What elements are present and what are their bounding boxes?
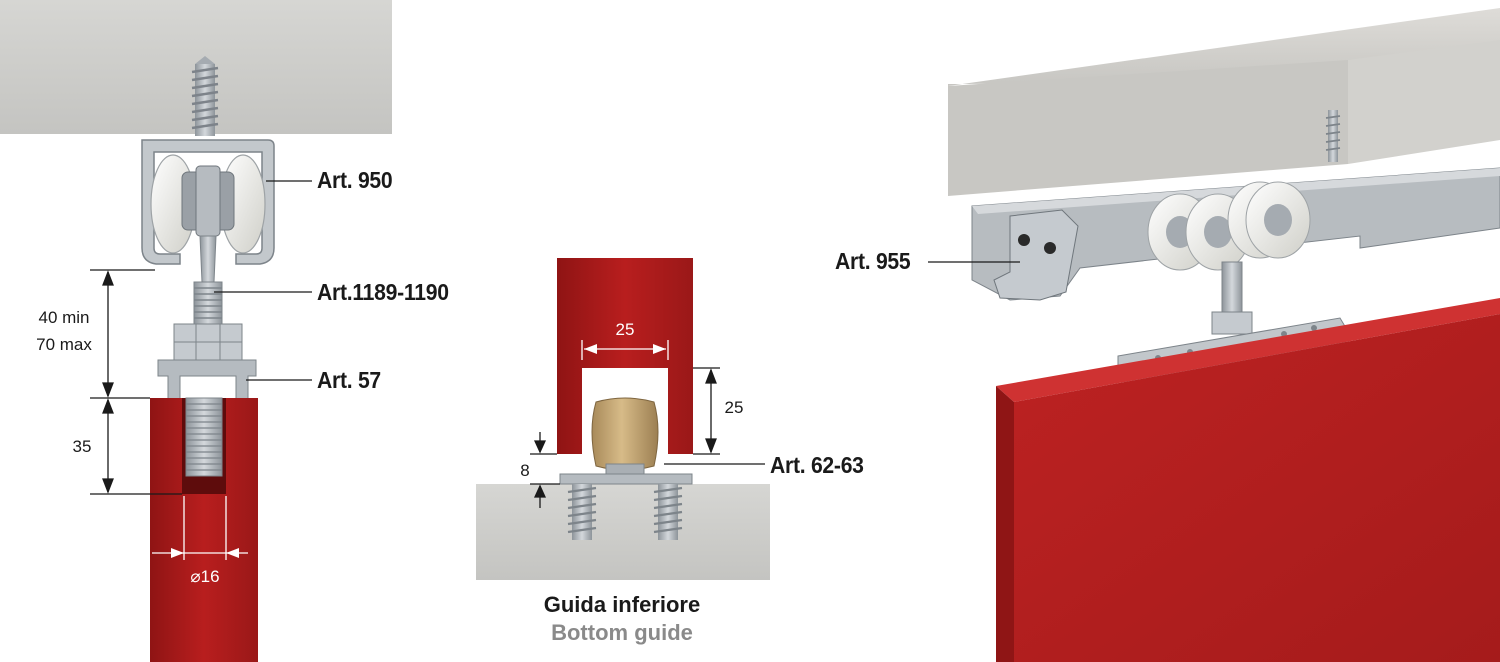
dim-gap-max: 70 max [36,335,92,354]
door-3d-top [996,298,1500,402]
caption-english: Bottom guide [551,620,693,645]
dim-lines-left [90,269,248,560]
floor-concrete [476,484,770,580]
stopper [993,209,1079,301]
dim-groove-depth: 25 [724,398,744,417]
label-art-950: Art. 950 [317,167,393,193]
perspective-view [928,8,1500,662]
dim-gap-min: 40 min [38,308,90,327]
door-groove [557,258,693,454]
dim-groove-width: 25 [615,320,635,339]
leaders-left [214,180,312,381]
dim-diameter: ⌀16 [190,567,220,586]
beam-front [948,60,1348,196]
mounting-bracket [157,359,257,401]
dim-lines-middle [530,340,720,508]
nut-lower [173,341,243,361]
label-art-1189-1190: Art.1189-1190 [317,279,449,305]
track-profile [141,139,275,265]
guide-wheel [591,397,659,471]
threaded-bolt [193,281,223,325]
door-3d-face [1014,314,1500,662]
door-3d-edge [996,386,1014,662]
dim-guide-gap: 8 [520,461,530,480]
ceiling-screw [191,56,219,136]
label-art-955: Art. 955 [835,248,911,274]
left-cross-section [0,0,392,662]
roller-stem [199,235,217,283]
nut-upper [173,323,243,343]
label-art-62-63: Art. 62-63 [770,452,864,478]
caption-italian: Guida inferiore [543,592,701,617]
beam-screw [1325,110,1341,162]
stem-3d [1221,261,1243,313]
beam-right [1348,40,1500,164]
rollers-3d [1147,181,1311,271]
bottom-guide-section [476,258,770,580]
label-art-57: Art. 57 [317,367,381,393]
guide-plate [559,473,693,485]
floor-screws [567,484,683,540]
dim-depth: 35 [72,437,92,456]
